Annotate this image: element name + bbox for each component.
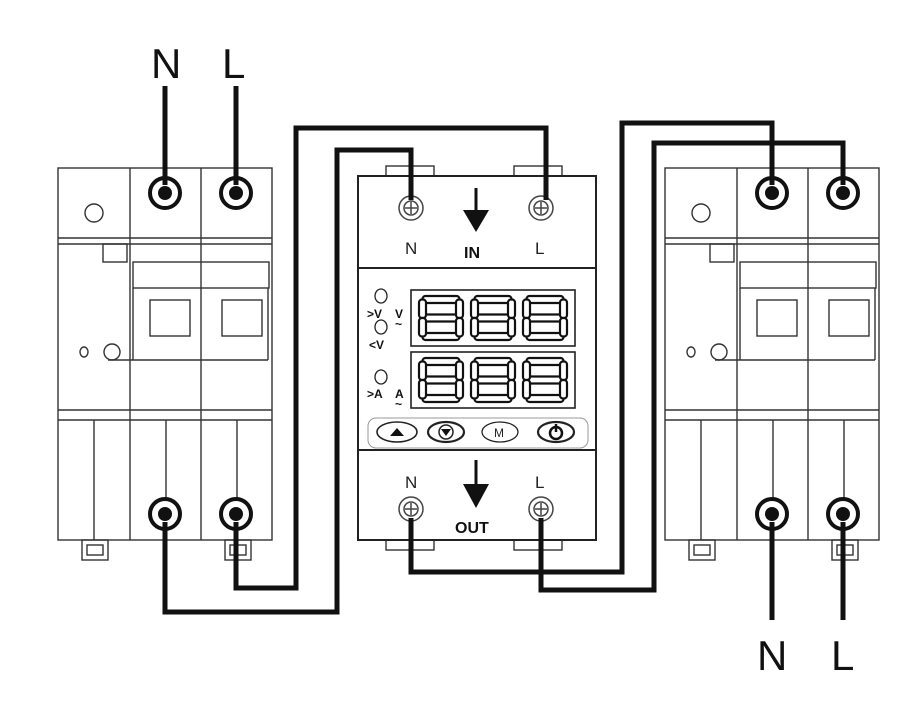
segment-c [506, 378, 517, 400]
output-l-label: L [831, 632, 854, 679]
segment-f [417, 360, 428, 382]
voltage-unit-label: V [395, 307, 403, 321]
display-digit [521, 294, 569, 342]
segment-a [525, 356, 565, 367]
segment-a [525, 294, 565, 305]
in-arrow-icon [463, 188, 489, 232]
indicator-leds [374, 288, 388, 385]
segment-c [558, 316, 569, 338]
output-n-label: N [757, 632, 787, 679]
display-digit [469, 294, 517, 342]
segment-c [454, 316, 465, 338]
bottom-terminal-l-label: L [535, 473, 544, 492]
over-current-label: >A [367, 387, 383, 401]
display-digit [417, 294, 465, 342]
display-digit [469, 356, 517, 404]
wiring [162, 86, 846, 620]
segment-g [525, 313, 565, 323]
left-n-to-protector-in-wire [162, 147, 414, 615]
current-unit-label: A [395, 387, 404, 401]
segment-d [473, 393, 513, 404]
segment-e [417, 316, 428, 338]
segment-c [506, 316, 517, 338]
protector-out-l-to-right-wire [538, 140, 846, 593]
segment-g [421, 313, 461, 323]
segment-c [558, 378, 569, 400]
display-digit [417, 356, 465, 404]
voltage-display-digits [417, 294, 569, 342]
segment-e [521, 316, 532, 338]
input-l-label: L [222, 40, 245, 87]
segment-g [525, 375, 565, 385]
right-breaker-screws [755, 176, 860, 531]
segment-b [506, 298, 517, 320]
bottom-terminal-n-label: N [405, 473, 417, 492]
current-display-digits [417, 356, 569, 404]
segment-f [469, 360, 480, 382]
voltage-unit-sub-label: ~ [395, 317, 402, 331]
segment-b [558, 360, 569, 382]
up-button[interactable] [376, 421, 418, 443]
segment-a [421, 294, 461, 305]
out-arrow-icon [463, 460, 489, 508]
segment-a [421, 356, 461, 367]
over-voltage-label: >V [367, 307, 382, 321]
segment-g [473, 313, 513, 323]
protector-out-n-to-right-wire [408, 120, 775, 575]
segment-b [506, 360, 517, 382]
segment-e [469, 378, 480, 400]
down-arrow-icon [441, 429, 451, 436]
segment-e [417, 378, 428, 400]
under-voltage-label: <V [369, 338, 384, 352]
left-l-to-protector-in-wire [233, 125, 549, 591]
segment-e [469, 316, 480, 338]
segment-f [521, 360, 532, 382]
segment-e [521, 378, 532, 400]
out-label: OUT [455, 520, 489, 537]
segment-a [473, 294, 513, 305]
segment-g [473, 375, 513, 385]
segment-d [473, 331, 513, 342]
top-terminal-n-label: N [405, 239, 417, 258]
segment-b [558, 298, 569, 320]
segment-f [469, 298, 480, 320]
segment-d [525, 393, 565, 404]
segment-d [525, 331, 565, 342]
power-button[interactable] [536, 420, 576, 444]
segment-f [521, 298, 532, 320]
segment-a [473, 356, 513, 367]
segment-g [421, 375, 461, 385]
segment-b [454, 360, 465, 382]
segment-b [454, 298, 465, 320]
mode-button-label: M [494, 426, 504, 440]
top-terminal-l-label: L [535, 239, 544, 258]
segment-d [421, 331, 461, 342]
display-digit [521, 356, 569, 404]
in-label: IN [464, 245, 480, 262]
right-circuit-breaker [664, 167, 880, 561]
segment-f [417, 298, 428, 320]
segment-d [421, 393, 461, 404]
input-n-label: N [151, 40, 181, 87]
segment-c [454, 378, 465, 400]
down-button[interactable] [426, 420, 466, 444]
left-breaker-screws [148, 176, 253, 531]
left-circuit-breaker [57, 167, 273, 561]
current-unit-sub-label: ~ [395, 397, 402, 411]
mode-button[interactable]: M [481, 421, 519, 443]
up-arrow-icon [390, 428, 404, 436]
protector-terminal-screws [398, 195, 554, 522]
